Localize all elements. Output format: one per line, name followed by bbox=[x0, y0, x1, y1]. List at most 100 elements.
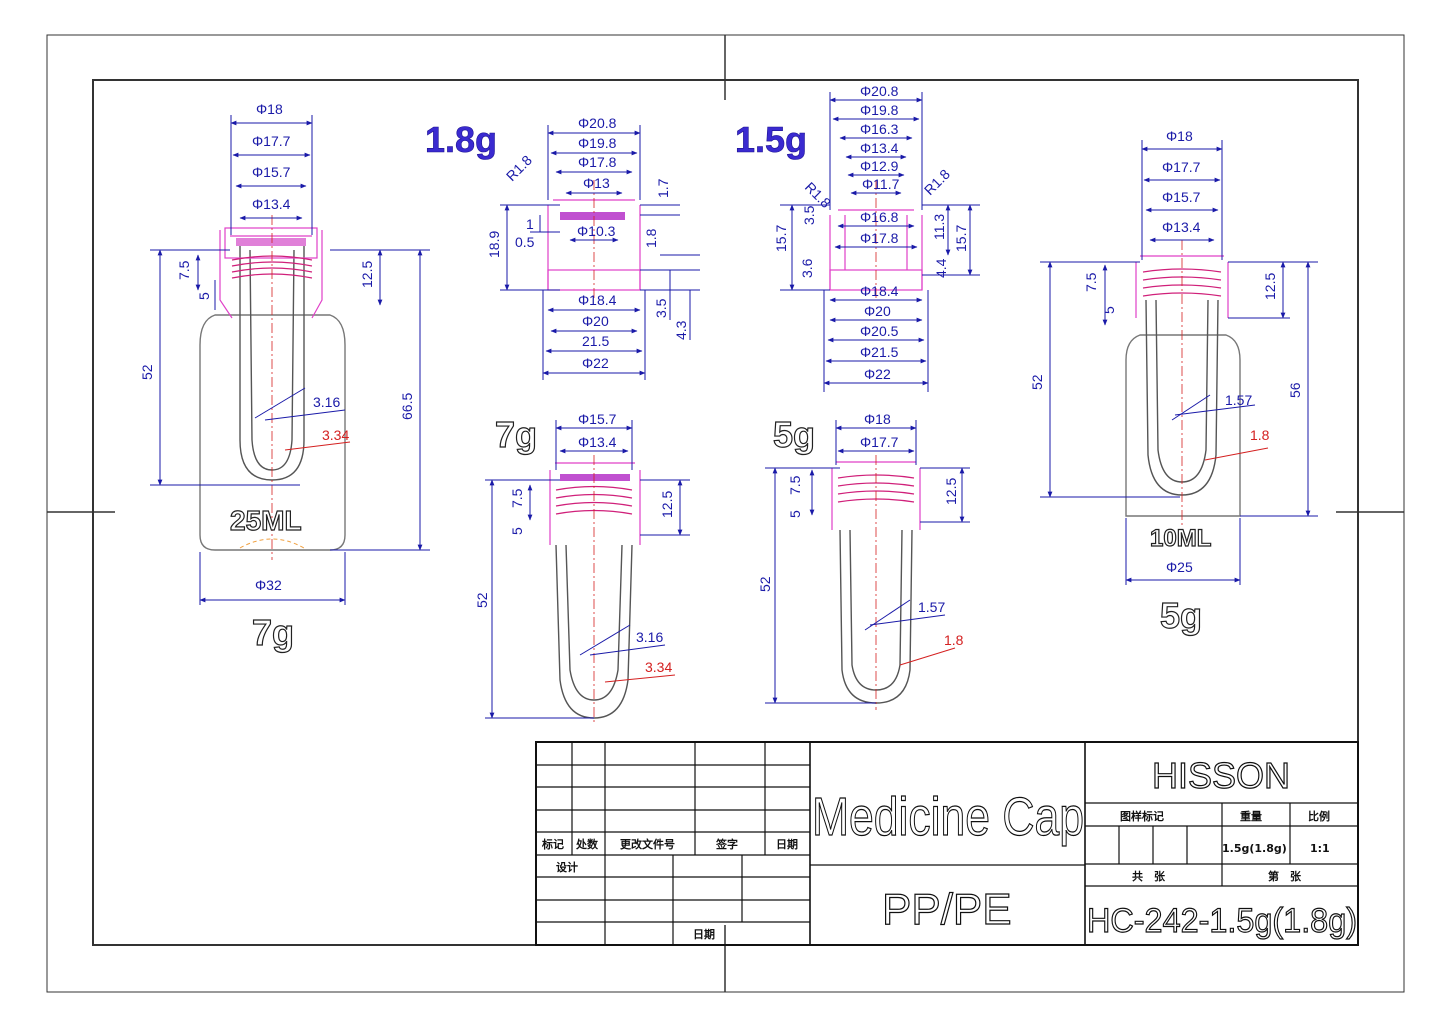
b25-dim-base: Φ32 bbox=[255, 577, 282, 593]
cap18-h17: 1.7 bbox=[655, 178, 671, 198]
p7-d157: Φ15.7 bbox=[578, 411, 617, 427]
rev-header-mark: 标记 bbox=[541, 837, 564, 851]
cap18-d178: Φ17.8 bbox=[578, 154, 617, 170]
rev-header-count: 处数 bbox=[575, 837, 599, 851]
p5-d177: Φ17.7 bbox=[860, 434, 899, 450]
title-block: 标记 处数 更改文件号 签字 日期 设计 日期 Medicine Cap PP/… bbox=[535, 741, 1359, 946]
b10-d157: Φ15.7 bbox=[1162, 189, 1201, 205]
b10-d134: Φ13.4 bbox=[1162, 219, 1201, 235]
cap15-d208: Φ20.8 bbox=[860, 83, 899, 99]
b25-dim-h5: 5 bbox=[196, 292, 212, 300]
bottle-10ml-view: Φ18 Φ17.7 Φ15.7 Φ13.4 7.5 5 12.5 52 56 1… bbox=[1029, 128, 1318, 637]
cap15-d129: Φ12.9 bbox=[860, 158, 899, 174]
cap18-d20: Φ20 bbox=[582, 313, 609, 329]
p7-d134: Φ13.4 bbox=[578, 434, 617, 450]
cap15-h157l: 15.7 bbox=[773, 225, 789, 252]
p7-t2: 3.34 bbox=[645, 659, 672, 675]
cap15-h35: 3.5 bbox=[801, 205, 817, 225]
p7-h52: 52 bbox=[474, 592, 490, 608]
cap15-d178: Φ17.8 bbox=[860, 230, 899, 246]
cap-1-5g-view: 1.5g Φ20.8 Φ1 bbox=[735, 83, 980, 392]
cap18-h05: 0.5 bbox=[515, 234, 535, 250]
cap18-r18: R1.8 bbox=[503, 152, 535, 184]
b10-h56: 56 bbox=[1287, 382, 1303, 398]
b10-d177: Φ17.7 bbox=[1162, 159, 1201, 175]
b25-weight: 7g bbox=[252, 612, 294, 653]
cap18-d215: 21.5 bbox=[582, 333, 609, 349]
cap15-d198: Φ19.8 bbox=[860, 102, 899, 118]
cap18-d198: Φ19.8 bbox=[578, 135, 617, 151]
scale-value: 1:1 bbox=[1310, 842, 1330, 855]
cap18-d22: Φ22 bbox=[582, 355, 609, 371]
b10-h52: 52 bbox=[1029, 374, 1045, 390]
preform-7g-view: 7g Φ15.7 Φ13.4 7.5 5 12.5 52 bbox=[474, 411, 690, 725]
cap18-h1: 1 bbox=[526, 216, 534, 232]
total-sheets: 共 张 bbox=[1132, 869, 1166, 883]
bottle-25ml-view: Φ18 Φ17.7 Φ15.7 Φ13.4 7.5 5 12.5 52 66.5… bbox=[139, 101, 430, 654]
preform-5g-view: 5g Φ18 Φ17.7 7.5 5 12.5 52 1.57 bbox=[757, 411, 970, 710]
drawing-mark-header: 图样标记 bbox=[1120, 809, 1164, 823]
scale-header: 比例 bbox=[1308, 809, 1330, 823]
b10-t2: 1.8 bbox=[1250, 427, 1270, 443]
p7-t1: 3.16 bbox=[636, 629, 663, 645]
cap18-d103: Φ10.3 bbox=[577, 223, 616, 239]
weight-label-1-5g: 1.5g bbox=[735, 119, 807, 160]
cap15-d20: Φ20 bbox=[864, 303, 891, 319]
date-label: 日期 bbox=[693, 927, 715, 941]
b10-t1: 1.57 bbox=[1225, 392, 1252, 408]
preform-7g-label: 7g bbox=[495, 414, 537, 455]
cap15-d22: Φ22 bbox=[864, 366, 891, 382]
cap15-h157r: 15.7 bbox=[953, 225, 969, 252]
b10-h5: 5 bbox=[1101, 306, 1117, 314]
cap15-d163: Φ16.3 bbox=[860, 121, 899, 137]
b25-dim-t1: 3.16 bbox=[313, 394, 340, 410]
cap18-d208: Φ20.8 bbox=[578, 115, 617, 131]
cap15-rr: R1.8 bbox=[921, 166, 953, 198]
sheet-number: 第 张 bbox=[1268, 869, 1302, 883]
cap15-h36: 3.6 bbox=[799, 258, 815, 278]
cap15-d205: Φ20.5 bbox=[860, 323, 899, 339]
p5-h5: 5 bbox=[787, 510, 803, 518]
weight-header: 重量 bbox=[1240, 809, 1262, 823]
cap18-h189: 18.9 bbox=[486, 231, 502, 258]
weight-label-1-8g: 1.8g bbox=[425, 119, 497, 160]
b25-dim-h52: 52 bbox=[139, 364, 155, 380]
rev-header-sign: 签字 bbox=[715, 837, 738, 851]
cap18-d184: Φ18.4 bbox=[578, 292, 617, 308]
b25-dim-d134: Φ13.4 bbox=[252, 196, 291, 212]
design-label: 设计 bbox=[556, 860, 578, 874]
weight-value: 1.5g(1.8g) bbox=[1222, 842, 1287, 855]
p7-h125: 12.5 bbox=[659, 491, 675, 518]
p5-d18: Φ18 bbox=[864, 411, 891, 427]
material: PP/PE bbox=[882, 885, 1012, 934]
b10-d18: Φ18 bbox=[1166, 128, 1193, 144]
drawing-number: HC-242-1.5g(1.8g) bbox=[1087, 902, 1357, 940]
rev-header-docno: 更改文件号 bbox=[620, 837, 675, 851]
company-name: HISSON bbox=[1152, 755, 1290, 796]
cap15-d184: Φ18.4 bbox=[860, 283, 899, 299]
cap18-h18: 1.8 bbox=[643, 228, 659, 248]
p5-t2: 1.8 bbox=[944, 632, 964, 648]
cap15-h44: 4.4 bbox=[933, 258, 949, 278]
preform-5g-label: 5g bbox=[773, 414, 815, 455]
b25-capacity: 25ML bbox=[230, 505, 302, 536]
b10-base: Φ25 bbox=[1166, 559, 1193, 575]
b25-dim-t2: 3.34 bbox=[322, 427, 349, 443]
b25-dim-d177: Φ17.7 bbox=[252, 133, 291, 149]
p5-h125: 12.5 bbox=[943, 478, 959, 505]
cap18-d13: Φ13 bbox=[583, 175, 610, 191]
rev-header-date: 日期 bbox=[776, 837, 798, 851]
b10-h125: 12.5 bbox=[1262, 273, 1278, 300]
b25-dim-h75: 7.5 bbox=[176, 260, 192, 280]
p5-h52: 52 bbox=[757, 576, 773, 592]
cap15-d117: Φ11.7 bbox=[862, 176, 900, 192]
p5-h75: 7.5 bbox=[787, 475, 803, 495]
b25-dim-h125: 12.5 bbox=[359, 261, 375, 288]
cap15-d168: Φ16.8 bbox=[860, 209, 899, 225]
p7-h75: 7.5 bbox=[509, 488, 525, 508]
p7-h5: 5 bbox=[509, 527, 525, 535]
b25-dim-h665: 66.5 bbox=[399, 393, 415, 420]
b10-h75: 7.5 bbox=[1083, 272, 1099, 292]
b25-dim-d18: Φ18 bbox=[256, 101, 283, 117]
